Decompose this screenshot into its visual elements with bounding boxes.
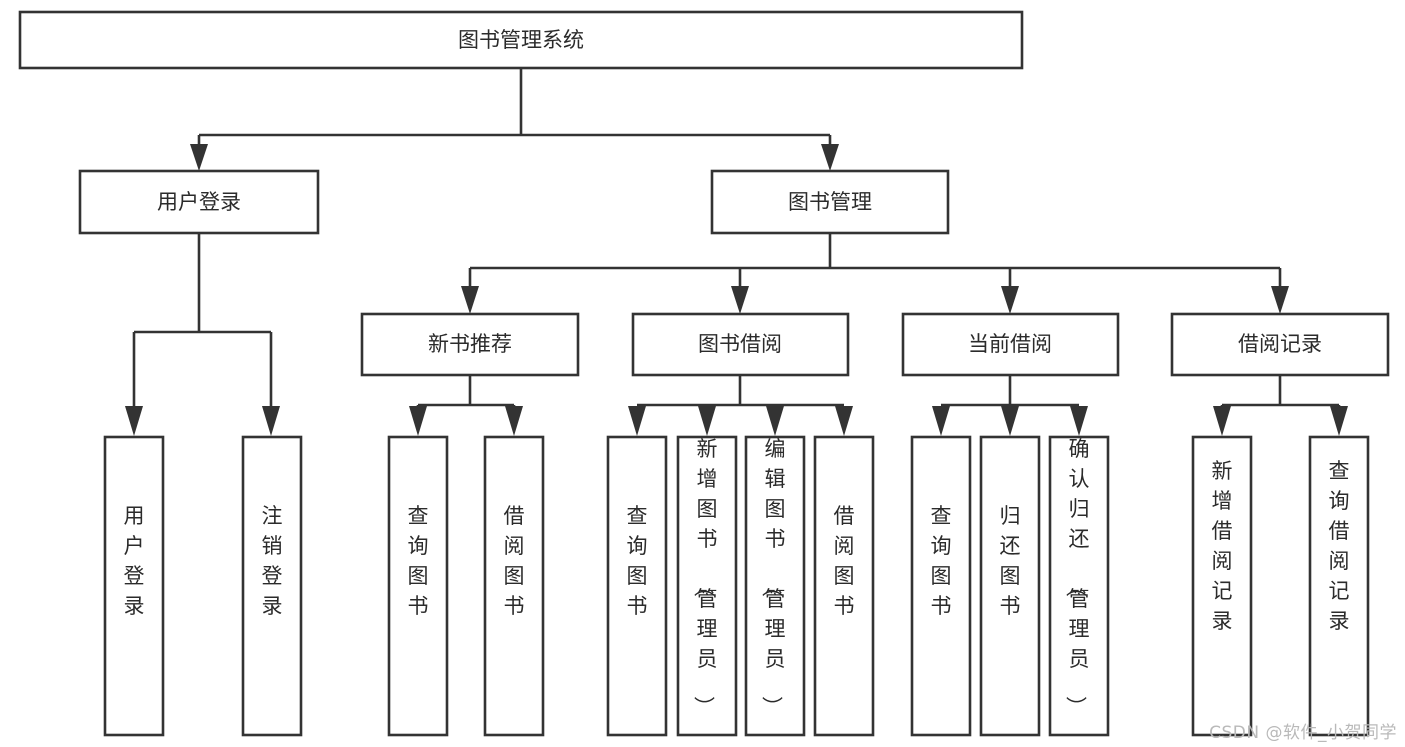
leaf-query-book-2-box[interactable] [606,435,668,737]
leaf-borrow-book-1-box[interactable] [483,435,545,737]
arrowhead-leaf-confirm-return [1070,406,1088,436]
leaf-user-logout[interactable]: 注销登录 [241,435,303,737]
node-user-login-box[interactable] [78,169,320,235]
arrowhead-leaf-borrow-book-2 [835,406,853,436]
arrowhead-borrow-record [1271,286,1289,314]
node-current-borrow-box[interactable] [901,312,1120,377]
node-book-management-box[interactable] [710,169,950,235]
leaf-query-record-box[interactable] [1308,435,1370,737]
arrowhead-new-book-recommend [461,286,479,314]
node-book-borrow[interactable]: 图书借阅 [631,312,850,377]
node-root-label: 图书管理系统 [458,28,584,52]
leaf-add-record-label: 新增借阅记录 [1212,459,1233,633]
leaf-confirm-return-label: 确认归还（管理员） [1064,437,1090,717]
node-book-management[interactable]: 图书管理 [710,169,950,235]
arrowhead-leaf-user-logout [262,406,280,436]
leaf-add-book[interactable]: 新增图书（管理员） [676,435,738,737]
node-new-book-recommend-box[interactable] [360,312,580,377]
arrowhead-leaf-borrow-book-1 [505,406,523,436]
node-current-borrow-label: 当前借阅 [968,332,1052,356]
arrowhead-leaf-user-login [125,406,143,436]
arrowhead-user-login [190,144,208,171]
leaf-user-logout-label: 注销登录 [262,504,283,618]
leaf-edit-book-label: 编辑图书（管理员） [760,437,786,717]
leaf-query-book-3-label: 查询图书 [931,504,952,618]
leaf-add-record[interactable]: 新增借阅记录 [1191,435,1253,737]
node-new-book-recommend[interactable]: 新书推荐 [360,312,580,377]
leaf-query-book-2-label: 查询图书 [627,504,648,618]
node-borrow-record-label: 借阅记录 [1238,332,1322,356]
arrowhead-leaf-query-book-1 [409,406,427,436]
node-book-borrow-box[interactable] [631,312,850,377]
arrowhead-leaf-query-record [1330,406,1348,436]
connector-layer [125,68,1348,436]
leaf-user-login[interactable]: 用户登录 [103,435,165,737]
arrowhead-leaf-add-record [1213,406,1231,436]
leaf-edit-book-box[interactable] [744,435,806,737]
arrowhead-leaf-query-book-3 [932,406,950,436]
leaf-user-login-box[interactable] [103,435,165,737]
leaf-user-logout-box[interactable] [241,435,303,737]
leaf-confirm-return-box[interactable] [1048,435,1110,737]
leaf-return-book-label: 归还图书 [1000,504,1021,618]
leaf-confirm-return[interactable]: 确认归还（管理员） [1048,435,1110,737]
arrowhead-leaf-query-book-2 [628,406,646,436]
node-borrow-record-box[interactable] [1170,312,1390,377]
arrowhead-current-borrow [1001,286,1019,314]
node-user-login[interactable]: 用户登录 [78,169,320,235]
leaf-query-book-3[interactable]: 查询图书 [910,435,972,737]
leaf-edit-book[interactable]: 编辑图书（管理员） [744,435,806,737]
node-book-management-label: 图书管理 [788,190,872,214]
arrowhead-book-borrow [731,286,749,314]
leaf-query-book-1-label: 查询图书 [408,504,429,618]
arrowhead-leaf-edit-book [766,406,784,436]
node-borrow-record[interactable]: 借阅记录 [1170,312,1390,377]
node-root[interactable]: 图书管理系统 [18,10,1024,70]
node-new-book-recommend-label: 新书推荐 [428,332,512,356]
leaf-query-book-2[interactable]: 查询图书 [606,435,668,737]
leaf-borrow-book-1[interactable]: 借阅图书 [483,435,545,737]
arrowhead-book-management [821,144,839,171]
leaf-return-book[interactable]: 归还图书 [979,435,1041,737]
node-book-borrow-label: 图书借阅 [698,332,782,356]
leaf-borrow-book-2[interactable]: 借阅图书 [813,435,875,737]
leaf-query-record[interactable]: 查询借阅记录 [1308,435,1370,737]
node-user-login-label: 用户登录 [157,190,241,214]
leaf-add-book-box[interactable] [676,435,738,737]
leaf-return-book-box[interactable] [979,435,1041,737]
leaf-add-record-box[interactable] [1191,435,1253,737]
csdn-watermark: CSDN @软件_小贺同学 [1209,723,1397,743]
arrowhead-leaf-return-book [1001,406,1019,436]
leaf-query-book-3-box[interactable] [910,435,972,737]
leaf-user-login-label: 用户登录 [124,504,145,618]
arrowhead-leaf-add-book [698,406,716,436]
leaf-borrow-book-1-label: 借阅图书 [504,504,525,618]
leaf-query-record-label: 查询借阅记录 [1329,459,1350,633]
leaf-add-book-label: 新增图书（管理员） [692,437,718,717]
node-root-box[interactable] [18,10,1024,70]
leaf-query-book-1[interactable]: 查询图书 [387,435,449,737]
leaf-borrow-book-2-label: 借阅图书 [834,504,855,618]
leaf-query-book-1-box[interactable] [387,435,449,737]
leaf-borrow-book-2-box[interactable] [813,435,875,737]
node-current-borrow[interactable]: 当前借阅 [901,312,1120,377]
